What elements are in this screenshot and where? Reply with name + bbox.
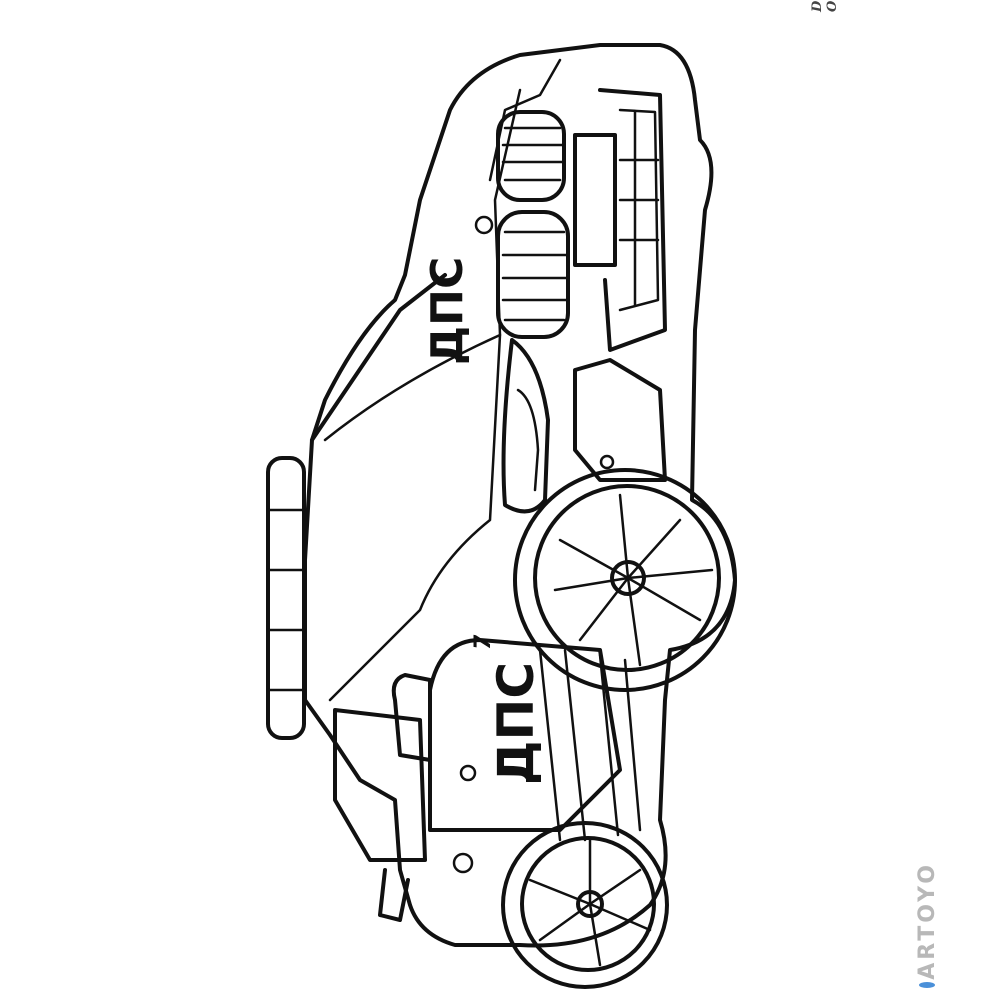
headlight — [501, 338, 550, 514]
side-stripe-1 — [538, 648, 562, 842]
hood-label: ДПС — [422, 257, 473, 365]
door-rear — [333, 708, 427, 862]
door-front — [428, 638, 622, 832]
door-label: ДПС — [487, 662, 545, 785]
brand-watermark: ARTOYO — [910, 862, 944, 988]
side-stripe-3 — [623, 658, 642, 832]
door-number: 7 — [471, 634, 496, 650]
headlight-inner — [516, 388, 540, 492]
antenna — [378, 868, 410, 922]
intake-mesh — [618, 110, 660, 307]
side-stripe-4 — [598, 653, 620, 837]
fuel-cap — [452, 852, 474, 874]
grille-kidney-lower — [496, 210, 570, 339]
rear-wheel — [501, 821, 669, 989]
grille-slats — [501, 126, 568, 322]
fog-light — [599, 454, 615, 470]
roof-line — [310, 273, 447, 442]
side-stripe-2 — [563, 648, 587, 842]
site-watermark: Deti-Online.com — [810, 0, 840, 12]
grille-kidney-upper — [496, 110, 566, 202]
fog-light-housing — [573, 358, 667, 482]
brand-logo-icon — [919, 981, 935, 988]
license-plate — [573, 133, 617, 267]
front-bumper-intake — [598, 88, 667, 352]
light-bar — [266, 456, 306, 740]
brand-watermark-text: ARTOYO — [914, 862, 940, 980]
front-bumper-inner — [618, 108, 660, 312]
door-handle-front — [459, 764, 477, 782]
car-body-outline — [303, 43, 737, 948]
front-wheel — [513, 468, 737, 692]
hood-emblem — [474, 215, 494, 235]
